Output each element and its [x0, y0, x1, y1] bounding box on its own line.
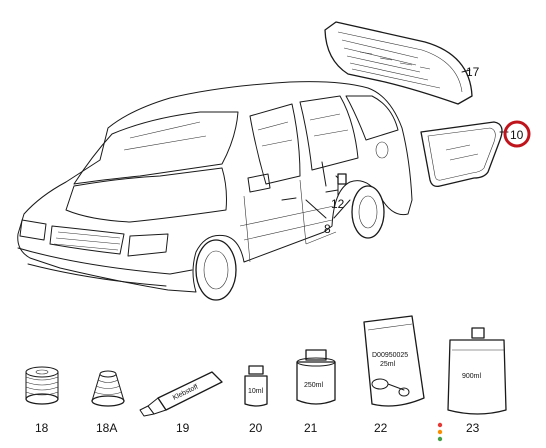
- sealing-cord-cone-part[interactable]: [91, 370, 125, 407]
- callout-22[interactable]: 22: [374, 421, 388, 435]
- callout-21[interactable]: 21: [304, 421, 318, 435]
- status-dot-green: [437, 436, 443, 442]
- callout-8[interactable]: 8: [324, 222, 331, 236]
- highlight-ring: [503, 120, 531, 148]
- callout-17: 17: [466, 65, 480, 79]
- callout-18a[interactable]: 18A: [96, 421, 117, 435]
- callout-12[interactable]: 12: [331, 197, 345, 211]
- pack-size-label: 25ml: [380, 361, 396, 368]
- pack-code-label: D00950025: [372, 352, 408, 359]
- cleaner-jug-part[interactable]: 900ml: [447, 327, 507, 415]
- callout-19[interactable]: 19: [176, 421, 190, 435]
- repair-kit-pack-part[interactable]: D00950025 25ml: [363, 315, 425, 407]
- callout-23[interactable]: 23: [466, 421, 480, 435]
- can-label: 250ml: [304, 382, 324, 389]
- sealing-cord-roll-part[interactable]: [25, 366, 59, 405]
- rear-window-part[interactable]: [324, 21, 473, 105]
- jug-label: 900ml: [462, 373, 482, 380]
- small-bottle-part[interactable]: 10ml: [244, 365, 268, 407]
- status-dot-orange: [437, 429, 443, 435]
- callout-20[interactable]: 20: [249, 421, 263, 435]
- callout-18[interactable]: 18: [35, 421, 49, 435]
- bottle-label: 10ml: [248, 388, 264, 395]
- car-illustration: [17, 81, 413, 301]
- callout-10[interactable]: 10: [510, 128, 524, 142]
- adhesive-tube-part[interactable]: Klebstoff: [139, 371, 223, 417]
- leader-8: [305, 199, 351, 219]
- quarter-window-part[interactable]: [420, 121, 509, 188]
- primer-can-part[interactable]: 250ml: [296, 349, 336, 405]
- status-dot-red: [437, 422, 443, 428]
